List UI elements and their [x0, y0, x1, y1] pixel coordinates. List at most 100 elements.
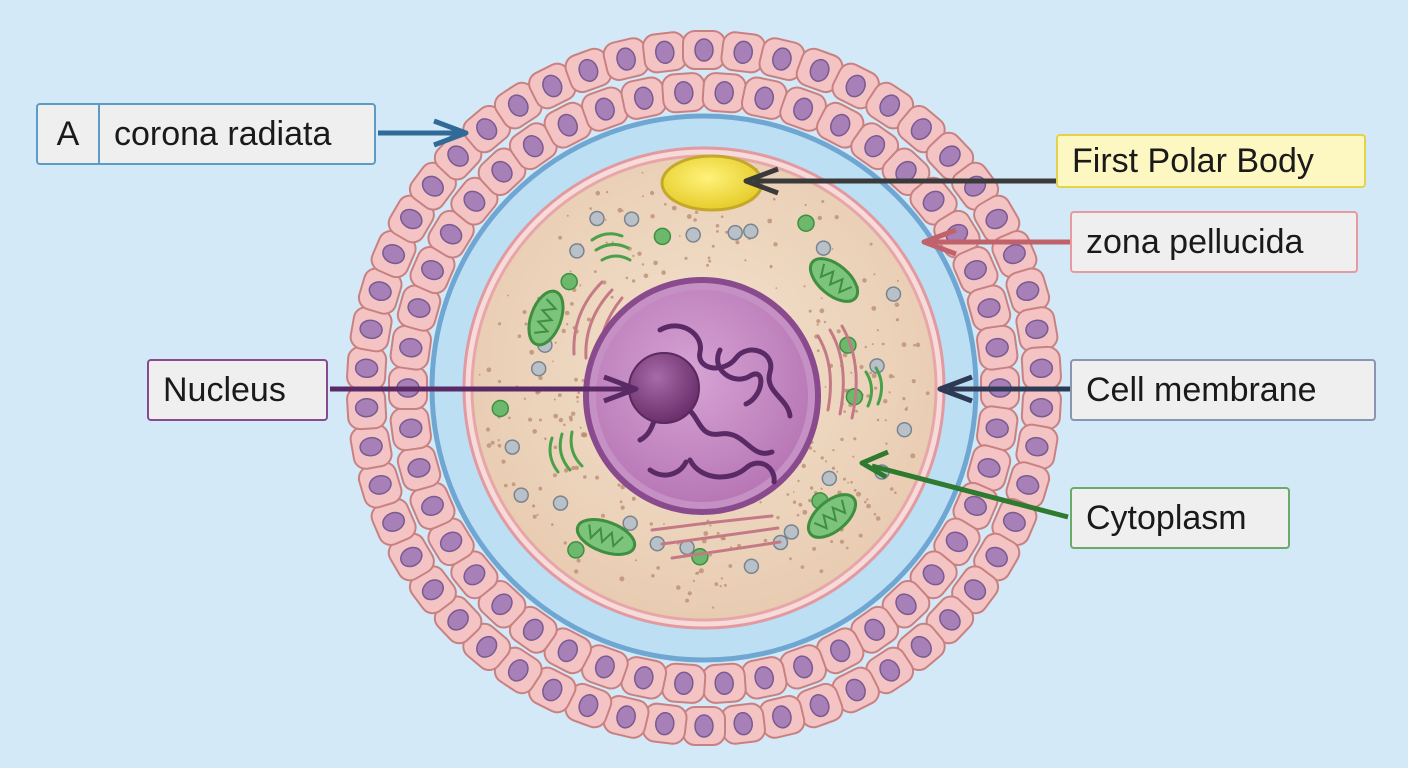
corona-cell	[720, 31, 766, 74]
corona-cell	[976, 324, 1019, 371]
vesicle	[530, 360, 547, 377]
corona-cell	[661, 662, 707, 704]
corona-cell	[779, 86, 827, 132]
vesicle	[552, 495, 569, 511]
vesicle	[691, 548, 709, 566]
corona-cell	[682, 30, 726, 70]
zona-pellucida-label: zona pellucida	[1070, 211, 1358, 273]
corona-cell	[976, 405, 1019, 452]
corona-cell	[952, 246, 999, 295]
corona-cell	[896, 104, 946, 154]
corona-cell	[409, 481, 456, 530]
corona-cell	[396, 444, 442, 492]
corona-cell	[831, 666, 880, 714]
corona-cell	[973, 532, 1021, 582]
vesicle	[743, 558, 760, 575]
corona-cell	[758, 37, 806, 81]
corona-cell	[620, 656, 668, 700]
corona-cell	[682, 706, 726, 746]
corona-cell	[1020, 385, 1062, 431]
corona-cell	[1015, 306, 1059, 353]
vesicle	[727, 224, 743, 241]
corona-cell	[462, 622, 512, 672]
corona-cell	[349, 306, 393, 353]
mitochondria	[527, 257, 860, 556]
endoplasmic-reticulum	[548, 232, 883, 560]
vesicle	[821, 470, 838, 487]
corona-cell	[642, 702, 688, 745]
corona-cell	[933, 209, 981, 259]
corona-cell	[462, 104, 512, 154]
corona-cell	[1020, 345, 1062, 391]
corona-cell	[973, 194, 1021, 244]
corona-cell	[396, 284, 442, 332]
corona-cell	[865, 81, 915, 130]
vesicle	[653, 227, 672, 246]
corona-cell	[581, 644, 629, 690]
corona-cell	[701, 662, 747, 704]
corona-cell	[450, 550, 499, 600]
corona-cell	[427, 517, 475, 567]
cytoplasm-text: Cytoplasm	[1086, 498, 1247, 537]
corona-cell	[966, 284, 1012, 332]
cell-membrane-label: Cell membrane	[1070, 359, 1376, 421]
vesicle	[504, 439, 521, 455]
corona-cell	[909, 176, 958, 226]
corona-radiata-letter: A	[38, 105, 100, 163]
corona-radiata-cells	[346, 30, 1062, 746]
corona-cell	[1005, 461, 1051, 509]
corona-radiata-text: corona radiata	[114, 114, 332, 153]
cell-membrane-text: Cell membrane	[1086, 370, 1317, 409]
corona-cell	[661, 72, 707, 114]
corona-cell	[349, 423, 393, 470]
vesicle	[513, 487, 529, 503]
corona-cell	[389, 405, 432, 452]
vesicle	[685, 227, 701, 243]
vesicle	[783, 524, 800, 540]
corona-cell	[581, 86, 629, 132]
corona-cell	[528, 666, 577, 714]
vesicle	[589, 210, 605, 227]
corona-cell	[642, 31, 688, 74]
corona-cell	[815, 101, 865, 149]
corona-cell	[701, 72, 747, 114]
first-polar-body-text: First Polar Body	[1072, 141, 1314, 180]
corona-cell	[493, 646, 543, 695]
nucleolus	[628, 352, 700, 424]
corona-cell	[346, 345, 388, 391]
vesicle	[622, 515, 638, 531]
zona-pellucida-text: zona pellucida	[1086, 222, 1304, 261]
corona-cell	[543, 101, 593, 149]
corona-cell	[528, 62, 577, 110]
nucleus-text: Nucleus	[163, 370, 286, 409]
corona-cell	[720, 702, 766, 745]
vesicle	[623, 211, 640, 227]
vesicle	[885, 286, 902, 302]
corona-cell	[815, 627, 865, 675]
corona-cell	[795, 47, 844, 94]
corona-cell	[370, 230, 417, 279]
corona-cell	[758, 695, 806, 739]
corona-cell	[865, 646, 915, 695]
first-polar-body-label: First Polar Body	[1056, 134, 1366, 188]
corona-cell	[346, 385, 388, 431]
corona-cell	[620, 76, 668, 120]
vesicle	[491, 399, 510, 418]
vesicle	[815, 240, 832, 256]
corona-cell	[740, 76, 788, 120]
corona-cell	[427, 209, 475, 259]
nucleus	[583, 277, 821, 515]
vesicle	[567, 541, 585, 559]
corona-cell	[433, 595, 483, 645]
nucleus-label: Nucleus	[147, 359, 328, 421]
corona-cell	[433, 131, 483, 181]
corona-cell	[925, 595, 975, 645]
corona-cell	[564, 682, 613, 729]
vesicle	[896, 421, 913, 438]
vesicle	[797, 214, 815, 232]
corona-cell	[740, 656, 788, 700]
corona-cell	[850, 122, 900, 171]
corona-cell	[408, 161, 457, 211]
corona-cell	[850, 605, 900, 654]
